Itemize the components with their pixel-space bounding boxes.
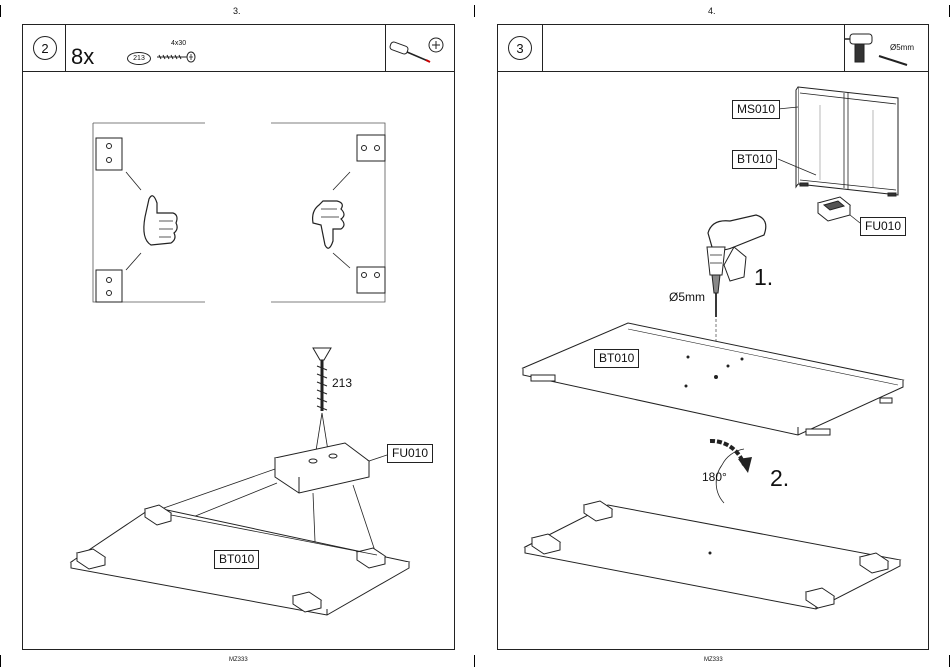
crop-mark — [474, 655, 475, 667]
page-number-right: 4. — [708, 6, 716, 16]
footer-code-right: MZ333 — [704, 657, 723, 663]
step-marker-1: 1. — [754, 264, 773, 291]
label-bt010-board: BT010 — [594, 349, 639, 368]
screw-213 — [313, 348, 331, 457]
step-marker-2: 2. — [770, 465, 789, 492]
label-bt010: BT010 — [214, 550, 259, 569]
drill-bit-callout: Ø5mm — [669, 290, 705, 304]
label-ms010: MS010 — [732, 100, 780, 119]
crop-mark — [0, 655, 1, 667]
board-bt010-bottom — [525, 501, 900, 609]
label-fu010: FU010 — [860, 217, 906, 236]
cap-fu010 — [275, 443, 387, 493]
cabinet-ms010 — [796, 87, 898, 196]
rotation-label: 180° — [702, 470, 727, 484]
cap-fu010 — [818, 197, 850, 221]
thumbs-down-icon — [313, 201, 344, 248]
label-fu010: FU010 — [387, 444, 433, 463]
page-number-left: 3. — [233, 6, 241, 16]
footer-code-left: MZ333 — [229, 657, 248, 663]
crop-mark — [0, 5, 1, 17]
step-3-illustration — [498, 25, 928, 649]
thumbs-up-icon — [144, 196, 177, 245]
screw-callout: 213 — [332, 376, 352, 390]
board-bt010-top — [523, 323, 903, 435]
crop-mark — [474, 5, 475, 17]
step-panel-right: 3 Ø5mm — [497, 24, 929, 650]
step-panel-left: 2 8x 213 4x30 — [22, 24, 455, 650]
label-bt010-cabinet: BT010 — [732, 150, 777, 169]
